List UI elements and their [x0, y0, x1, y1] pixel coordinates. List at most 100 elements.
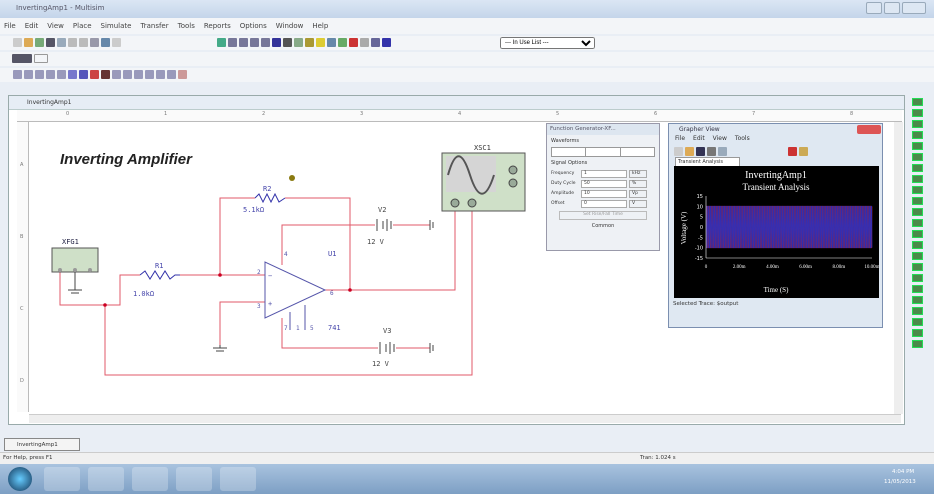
- instrument-button[interactable]: [912, 318, 923, 326]
- sine-wave-button[interactable]: [552, 148, 587, 156]
- instrument-button[interactable]: [912, 252, 923, 260]
- start-button[interactable]: [8, 467, 32, 491]
- toolbar-button[interactable]: [305, 38, 314, 47]
- toolbar-button[interactable]: [90, 38, 99, 47]
- component-button[interactable]: [46, 70, 55, 79]
- toolbar-button[interactable]: [272, 38, 281, 47]
- instrument-button[interactable]: [912, 164, 923, 172]
- grapher-close-button[interactable]: [857, 125, 881, 134]
- square-wave-button[interactable]: [621, 148, 654, 156]
- field-input[interactable]: 1: [581, 169, 627, 178]
- grapher-menu-file[interactable]: File: [675, 135, 686, 142]
- taskbar-ie[interactable]: [132, 467, 168, 491]
- set-rise-fall-button[interactable]: Set Rise/Fall Time: [559, 211, 647, 220]
- instrument-button[interactable]: [912, 153, 923, 161]
- field-input[interactable]: 10: [581, 189, 627, 198]
- toolbar-button[interactable]: [228, 38, 237, 47]
- component-button[interactable]: [79, 70, 88, 79]
- component-button[interactable]: [167, 70, 176, 79]
- instrument-button[interactable]: [912, 285, 923, 293]
- toggle-icon[interactable]: [34, 54, 48, 63]
- menu-tools[interactable]: Tools: [177, 22, 195, 30]
- component-button[interactable]: [134, 70, 143, 79]
- instrument-button[interactable]: [912, 219, 923, 227]
- menu-view[interactable]: View: [47, 22, 64, 30]
- resistor-r1[interactable]: R11.0kΩ: [133, 262, 180, 298]
- menu-reports[interactable]: Reports: [203, 22, 231, 30]
- spice-icon[interactable]: [12, 54, 32, 63]
- toolbar-button[interactable]: [371, 38, 380, 47]
- toolbar-button[interactable]: [239, 38, 248, 47]
- instrument-button[interactable]: [912, 175, 923, 183]
- instrument-button[interactable]: [912, 340, 923, 348]
- horizontal-scrollbar[interactable]: [29, 414, 901, 423]
- toolbar-button[interactable]: [250, 38, 259, 47]
- toolbar-button[interactable]: [35, 38, 44, 47]
- grapher-menu-view[interactable]: View: [712, 135, 727, 142]
- instrument-button[interactable]: [912, 241, 923, 249]
- component-button[interactable]: [68, 70, 77, 79]
- toolbar-button[interactable]: [112, 38, 121, 47]
- instrument-button[interactable]: [912, 109, 923, 117]
- menu-edit[interactable]: Edit: [24, 22, 39, 30]
- menu-place[interactable]: Place: [72, 22, 92, 30]
- toolbar-button[interactable]: [316, 38, 325, 47]
- toolbar-button[interactable]: [349, 38, 358, 47]
- toolbar-button[interactable]: [13, 38, 22, 47]
- instrument-button[interactable]: [912, 131, 923, 139]
- taskbar-explorer[interactable]: [88, 467, 124, 491]
- opamp-u1[interactable]: −+ U1 741 4 2 3 6 7 1 5: [257, 250, 341, 332]
- vertical-scrollbar[interactable]: [894, 122, 903, 414]
- grapher-menu-tools[interactable]: Tools: [734, 135, 750, 142]
- toolbar-button[interactable]: [57, 38, 66, 47]
- menu-file[interactable]: File: [4, 22, 16, 30]
- toolbar-button[interactable]: [283, 38, 292, 47]
- instrument-button[interactable]: [912, 120, 923, 128]
- field-unit[interactable]: %: [629, 179, 647, 188]
- taskbar-word[interactable]: [220, 467, 256, 491]
- menu-transfer[interactable]: Transfer: [140, 22, 169, 30]
- component-button[interactable]: [112, 70, 121, 79]
- component-button[interactable]: [123, 70, 132, 79]
- instrument-button[interactable]: [912, 186, 923, 194]
- menu-help[interactable]: Help: [312, 22, 329, 30]
- triangle-wave-button[interactable]: [586, 148, 621, 156]
- menu-simulate[interactable]: Simulate: [100, 22, 132, 30]
- in-use-list-select[interactable]: --- In Use List ---: [500, 37, 595, 49]
- toolbar-button[interactable]: [294, 38, 303, 47]
- tab-invertingamp1[interactable]: InvertingAmp1: [4, 438, 80, 451]
- function-generator-xfg1[interactable]: XFG1: [51, 238, 99, 273]
- component-button[interactable]: [90, 70, 99, 79]
- instrument-button[interactable]: [912, 142, 923, 150]
- toolbar-button[interactable]: [327, 38, 336, 47]
- component-button[interactable]: [145, 70, 154, 79]
- instrument-button[interactable]: [912, 274, 923, 282]
- field-input[interactable]: 0: [581, 199, 627, 208]
- minimize-button[interactable]: [866, 2, 882, 14]
- instrument-button[interactable]: [912, 307, 923, 315]
- oscilloscope-xsc1[interactable]: XSC1: [441, 144, 526, 212]
- component-button[interactable]: [13, 70, 22, 79]
- resistor-r2[interactable]: R25.1kΩ: [243, 185, 286, 214]
- instrument-button[interactable]: [912, 208, 923, 216]
- toolbar-button[interactable]: [68, 38, 77, 47]
- toolbar-button[interactable]: [360, 38, 369, 47]
- field-unit[interactable]: Vp: [629, 189, 647, 198]
- toolbar-button[interactable]: [261, 38, 270, 47]
- tab-transient-analysis[interactable]: Transient Analysis: [675, 157, 740, 166]
- component-button[interactable]: [101, 70, 110, 79]
- toolbar-button[interactable]: [101, 38, 110, 47]
- component-button[interactable]: [57, 70, 66, 79]
- grapher-menu-edit[interactable]: Edit: [693, 135, 705, 142]
- toolbar-button[interactable]: [338, 38, 347, 47]
- toolbar-button[interactable]: [24, 38, 33, 47]
- close-button[interactable]: [902, 2, 926, 14]
- component-button[interactable]: [178, 70, 187, 79]
- instrument-button[interactable]: [912, 329, 923, 337]
- field-unit[interactable]: kHz: [629, 169, 647, 178]
- instrument-button[interactable]: [912, 197, 923, 205]
- field-unit[interactable]: V: [629, 199, 647, 208]
- menu-options[interactable]: Options: [239, 22, 267, 30]
